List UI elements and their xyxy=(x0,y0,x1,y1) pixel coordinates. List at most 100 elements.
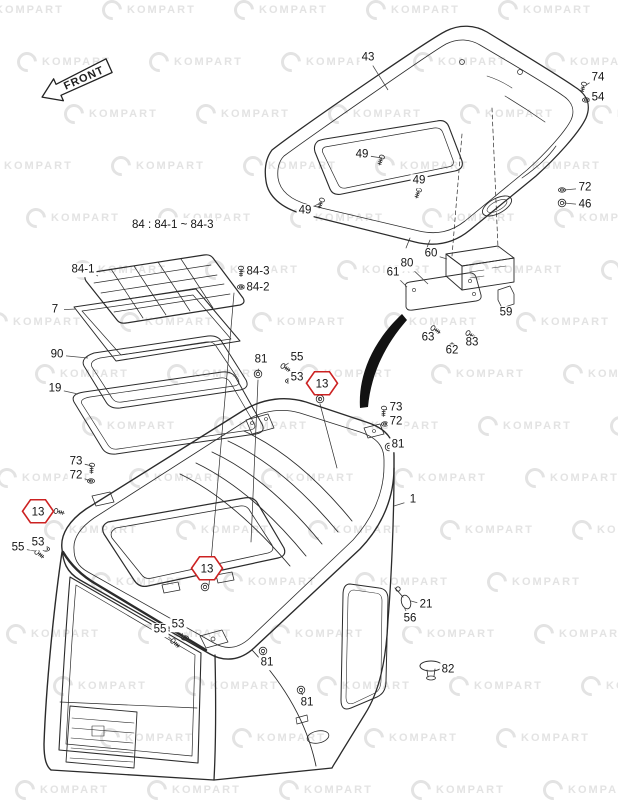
part-callout-53: 53 xyxy=(169,618,187,632)
watermark-text: KOMPART xyxy=(512,576,581,588)
watermark-tile: KOMPART xyxy=(502,151,601,181)
svg-text:13: 13 xyxy=(32,506,45,518)
highlight-callout-13[interactable]: 13 xyxy=(21,498,55,528)
seal-7-drawing xyxy=(73,288,241,362)
watermark-text: KOMPART xyxy=(523,4,592,16)
watermark-tile: KOMPART xyxy=(323,99,422,129)
watermark-text: KOMPART xyxy=(107,420,176,432)
gasket-90-drawing xyxy=(82,335,248,409)
part-callout-21: 21 xyxy=(417,598,435,612)
watermark-text: KOMPART xyxy=(286,472,355,484)
watermark-text: KOMPART xyxy=(127,4,196,16)
part-callout-59: 59 xyxy=(497,306,515,320)
watermark-tile: KOMPART xyxy=(558,359,618,389)
construction-lines xyxy=(208,107,499,586)
watermark-tile: KOMPART xyxy=(567,515,618,545)
watermark-text: KOMPART xyxy=(60,368,129,380)
watermark-text: KOMPART xyxy=(13,316,82,328)
svg-text:13: 13 xyxy=(201,563,214,575)
watermark-tile: KOMPART xyxy=(106,151,205,181)
watermark-tile: KOMPART xyxy=(370,151,469,181)
part-callout-56: 56 xyxy=(401,612,419,626)
watermark-tile: KOMPART xyxy=(303,515,402,545)
watermark-tile: KOMPART xyxy=(191,99,290,129)
part-callout-55: 55 xyxy=(9,541,27,555)
black-arrow-swoosh xyxy=(359,314,407,408)
watermark-text: KOMPART xyxy=(145,316,214,328)
watermark-text: KOMPART xyxy=(606,680,618,692)
part-callout-53: 53 xyxy=(29,536,47,550)
watermark-tile: KOMPART xyxy=(491,723,590,753)
watermark-text: KOMPART xyxy=(125,732,194,744)
part-callout-7: 7 xyxy=(49,303,61,317)
part-callout-55: 55 xyxy=(288,351,306,365)
part-callout-19: 19 xyxy=(46,382,64,396)
watermark-tile: KOMPART xyxy=(312,671,411,701)
watermark-tile: KOMPART xyxy=(493,0,592,25)
watermark-tile: KOMPART xyxy=(142,775,241,800)
watermark-tile: KOMPART xyxy=(162,359,261,389)
watermark-tile: KOMPART xyxy=(0,307,82,337)
watermark-tile: KOMPART xyxy=(247,307,346,337)
roof-panel-43-drawing xyxy=(264,25,589,251)
watermark-tile: KOMPART xyxy=(265,619,364,649)
watermark-text: KOMPART xyxy=(31,628,100,640)
watermark-text: KOMPART xyxy=(259,4,328,16)
part-callout-43: 43 xyxy=(359,51,377,65)
watermark-tile: KOMPART xyxy=(350,567,449,597)
watermark-text: KOMPART xyxy=(295,628,364,640)
part-callout-81: 81 xyxy=(389,438,407,452)
watermark-tile: KOMPART xyxy=(48,671,147,701)
watermark-tile: KOMPART xyxy=(388,463,487,493)
watermark-text: KOMPART xyxy=(172,784,241,796)
group-note: 84 : 84-1 ~ 84-3 xyxy=(130,218,216,232)
watermark-text: KOMPART xyxy=(192,368,261,380)
part-callout-61: 61 xyxy=(384,266,402,280)
watermark-tile: KOMPART xyxy=(444,671,543,701)
watermark-text: KOMPART xyxy=(342,680,411,692)
bracket-assembly-drawing xyxy=(405,245,515,311)
front-direction-arrow: FRONT xyxy=(26,36,136,119)
watermark-text: KOMPART xyxy=(400,160,469,172)
watermark-text: KOMPART xyxy=(304,784,373,796)
watermark-text: KOMPART xyxy=(174,56,243,68)
watermark-tile: KOMPART xyxy=(576,671,618,701)
watermark-tile: KOMPART xyxy=(180,671,279,701)
watermark-tile: KOMPART xyxy=(511,307,610,337)
watermark-text: KOMPART xyxy=(588,368,618,380)
watermark-text: KOMPART xyxy=(474,680,543,692)
watermark-tile: KOMPART xyxy=(238,151,337,181)
watermark-tile: KOMPART xyxy=(408,47,507,77)
watermark-text: KOMPART xyxy=(456,368,525,380)
watermark-tile: KOMPART xyxy=(95,723,194,753)
watermark-text: KOMPART xyxy=(380,576,449,588)
watermark-tile: KOMPART xyxy=(77,411,176,441)
watermark-tile: KOMPART xyxy=(0,151,73,181)
part-callout-81: 81 xyxy=(252,353,270,367)
watermark-text: KOMPART xyxy=(248,576,317,588)
watermark-text: KOMPART xyxy=(268,160,337,172)
highlight-callout-13[interactable]: 13 xyxy=(305,370,339,400)
highlight-callout-13[interactable]: 13 xyxy=(190,555,224,585)
part-callout-84-2: 84-2 xyxy=(244,281,272,295)
watermark-text: KOMPART xyxy=(51,212,120,224)
watermark-tile: KOMPART xyxy=(359,723,458,753)
watermark-text: KOMPART xyxy=(438,56,507,68)
watermark-text: KOMPART xyxy=(0,4,64,16)
part-callout-54: 54 xyxy=(589,91,607,105)
watermark-tile: KOMPART xyxy=(0,0,64,20)
watermark-tile: KOMPART xyxy=(406,775,505,800)
watermark-text: KOMPART xyxy=(277,316,346,328)
grill-84-1-drawing xyxy=(84,254,245,324)
watermark-tile: KOMPART xyxy=(218,567,317,597)
watermark-tile: KOMPART xyxy=(540,47,618,77)
part-callout-82: 82 xyxy=(439,663,457,677)
part-callout-62: 62 xyxy=(443,344,461,358)
part-callout-73: 73 xyxy=(67,455,85,469)
watermark-text: KOMPART xyxy=(391,4,460,16)
watermark-tile: KOMPART xyxy=(274,775,373,800)
watermark-text: KOMPART xyxy=(532,160,601,172)
